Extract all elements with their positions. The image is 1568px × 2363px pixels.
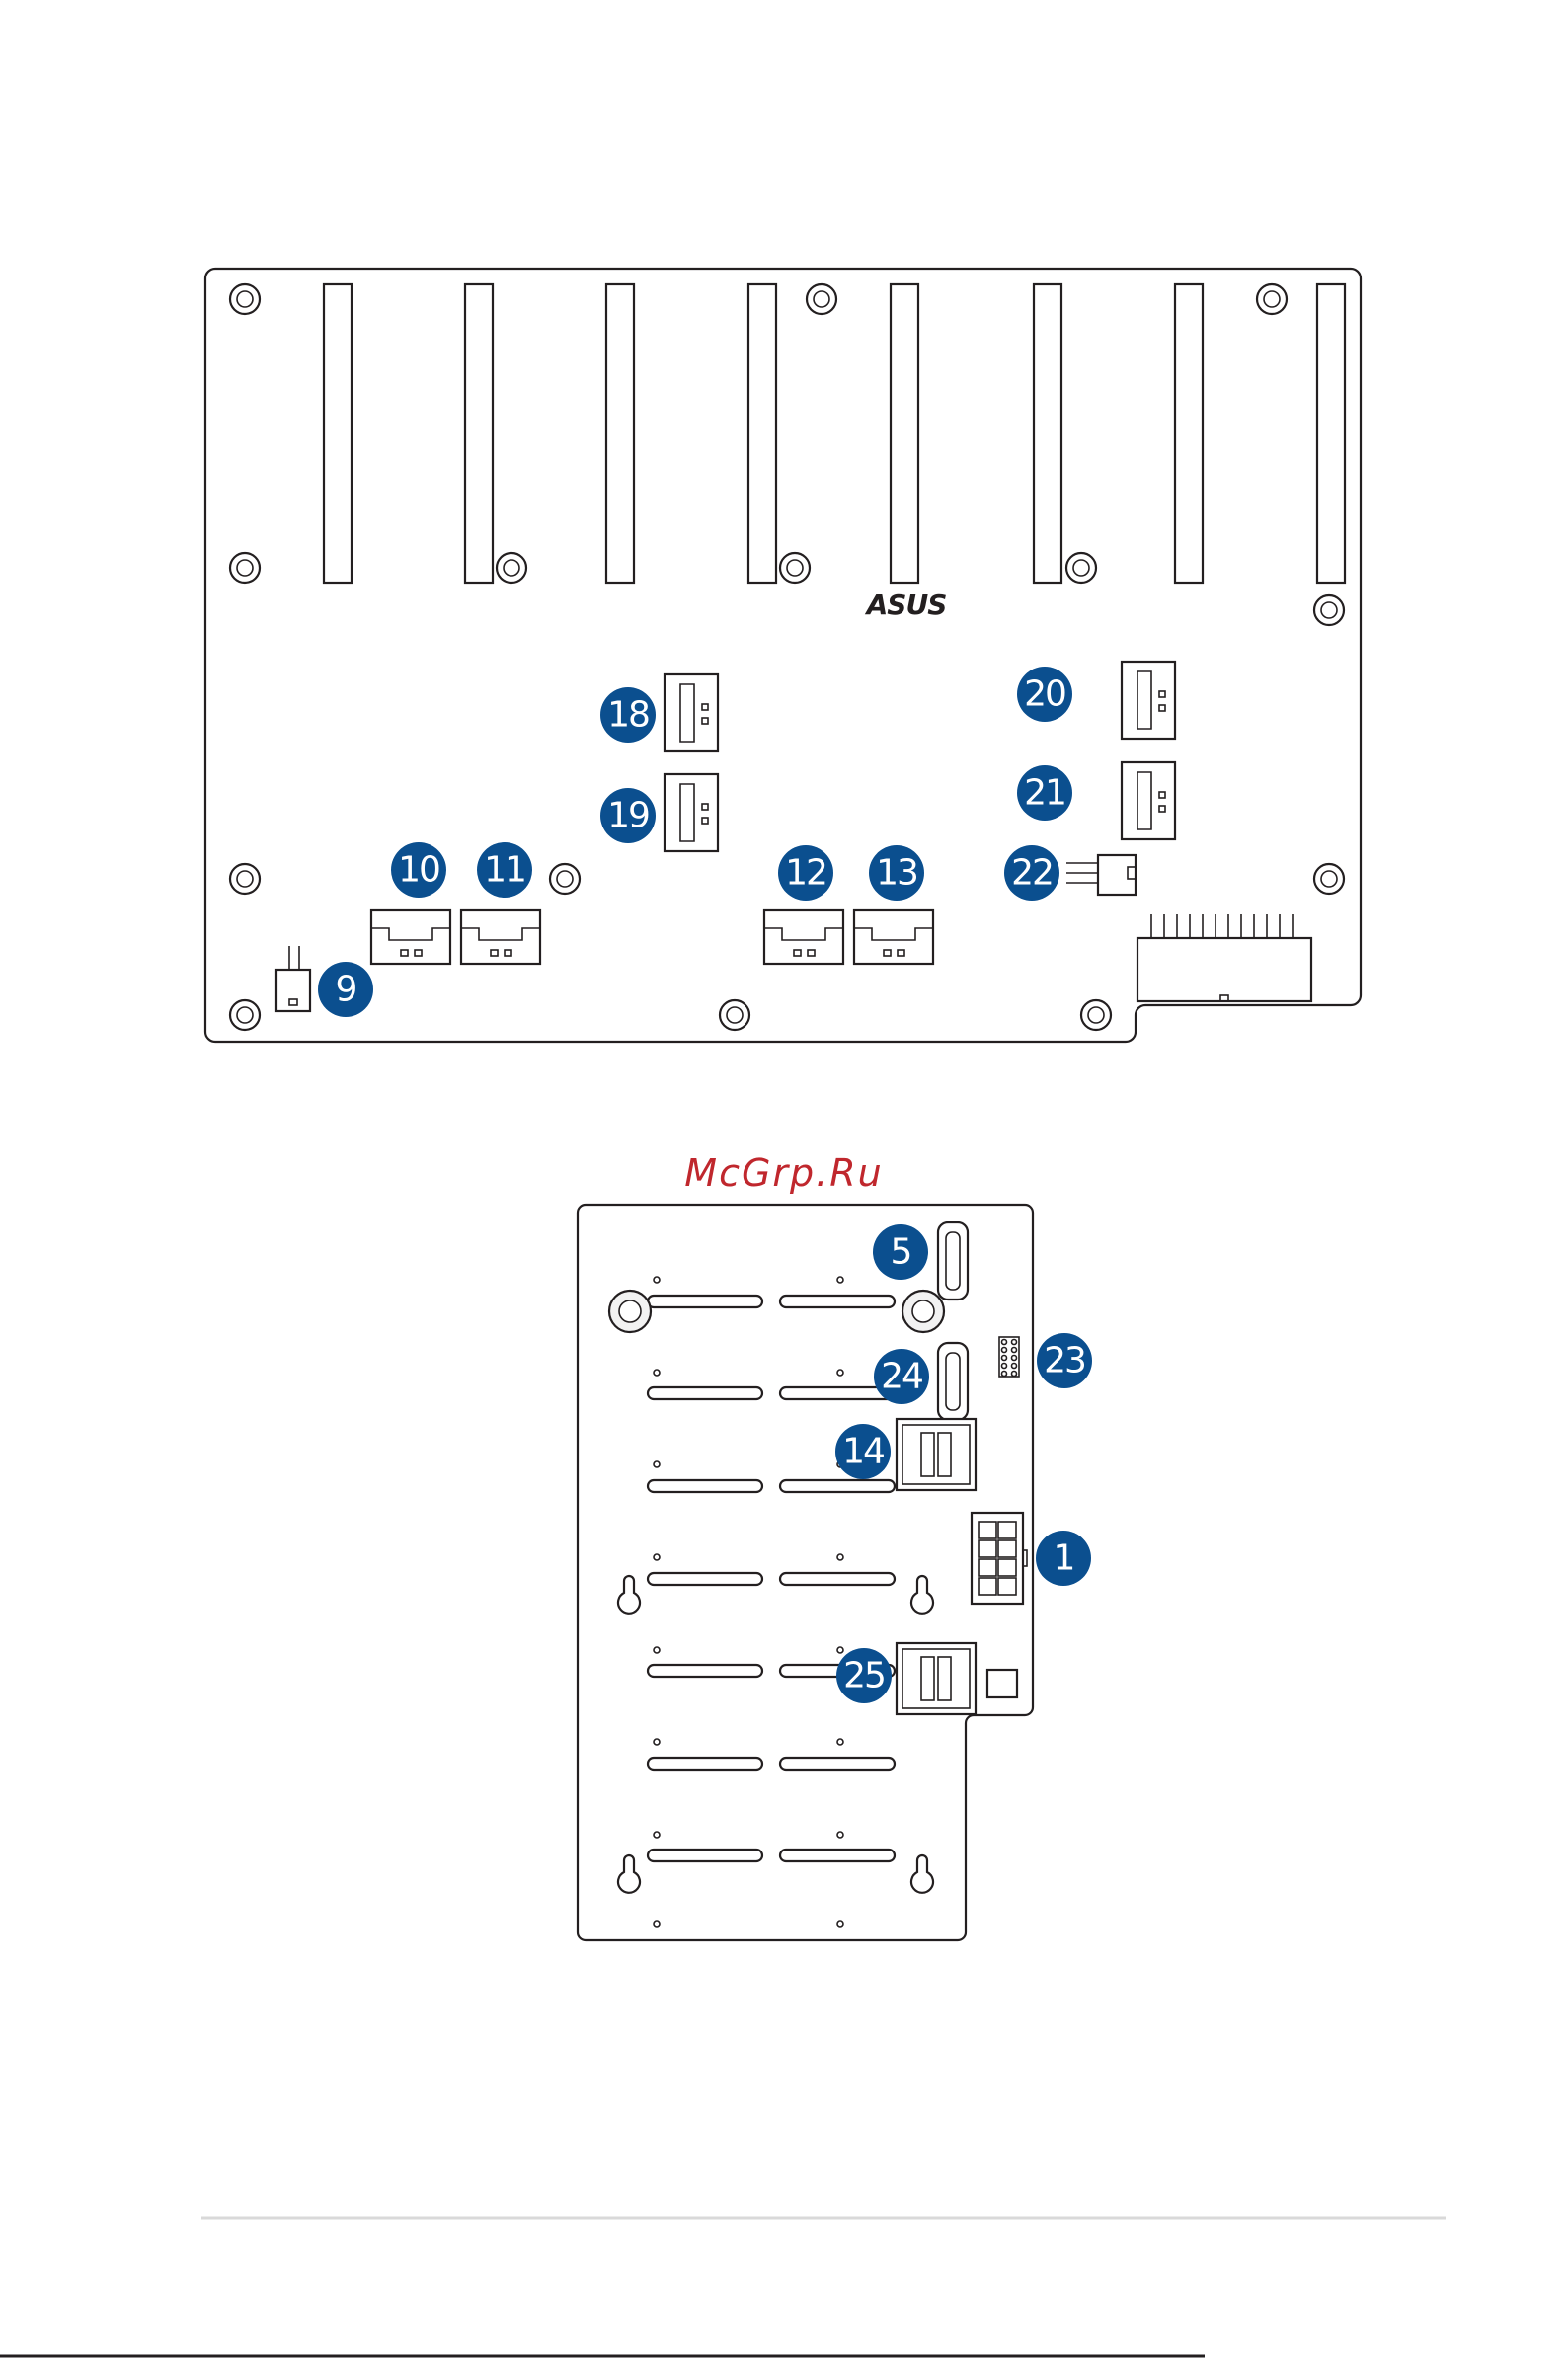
callout-22: 22 — [1004, 845, 1059, 901]
drive-slot — [648, 1387, 762, 1399]
svg-text:25: 25 — [843, 1656, 885, 1696]
connector-25 — [897, 1643, 976, 1714]
drive-slot — [780, 1296, 895, 1307]
svg-text:9: 9 — [336, 970, 356, 1010]
mounting-hole — [230, 864, 260, 894]
svg-text:22: 22 — [1011, 853, 1053, 894]
mounting-hole — [1257, 284, 1287, 314]
mounting-hole — [497, 553, 526, 583]
slot — [891, 284, 918, 583]
callout-10: 10 — [391, 842, 446, 898]
callout-18: 18 — [600, 687, 656, 743]
callout-9: 9 — [318, 962, 373, 1017]
slot — [1175, 284, 1203, 583]
top-board: ASUS — [205, 269, 1361, 1042]
slot — [1034, 284, 1061, 583]
callout-12: 12 — [778, 845, 833, 901]
connector-14 — [897, 1419, 976, 1490]
connector-5 — [938, 1222, 968, 1300]
drive-slot — [780, 1573, 895, 1585]
drive-slot — [648, 1296, 762, 1307]
svg-text:1: 1 — [1054, 1538, 1074, 1579]
svg-text:18: 18 — [607, 695, 649, 736]
callout-19: 19 — [600, 788, 656, 843]
asus-logo: ASUS — [865, 589, 947, 621]
mounting-hole — [230, 553, 260, 583]
connector-13 — [854, 910, 933, 964]
callout-24: 24 — [874, 1349, 929, 1404]
slot — [465, 284, 493, 583]
connector-20 — [1122, 662, 1175, 739]
mounting-hole — [550, 864, 580, 894]
connector-10 — [371, 910, 450, 964]
svg-text:24: 24 — [881, 1357, 922, 1397]
callout-14: 14 — [835, 1424, 891, 1479]
connector-12 — [764, 910, 843, 964]
connector-18 — [665, 674, 718, 751]
drive-slot — [648, 1850, 762, 1861]
mounting-hole — [1314, 864, 1344, 894]
drive-slot — [780, 1480, 895, 1492]
connector-24 — [938, 1343, 968, 1420]
mounting-hole — [230, 1000, 260, 1030]
callout-20: 20 — [1017, 667, 1072, 722]
bottom-board: 5 24 23 14 1 25 — [578, 1205, 1092, 1940]
callout-13: 13 — [869, 845, 924, 901]
svg-text:21: 21 — [1024, 773, 1065, 814]
slot — [606, 284, 634, 583]
drive-slot — [780, 1850, 895, 1861]
svg-text:5: 5 — [891, 1232, 911, 1273]
callout-23: 23 — [1037, 1333, 1092, 1388]
svg-text:10: 10 — [398, 850, 439, 891]
mounting-hole — [807, 284, 836, 314]
drive-slot — [648, 1480, 762, 1492]
standoff — [902, 1291, 944, 1332]
mounting-hole — [780, 553, 810, 583]
mounting-hole — [230, 284, 260, 314]
watermark-text: McGrp.Ru — [684, 1151, 883, 1195]
slot — [1317, 284, 1345, 583]
connector-21 — [1122, 762, 1175, 839]
svg-text:20: 20 — [1024, 674, 1065, 715]
svg-text:23: 23 — [1044, 1341, 1085, 1381]
drive-slot — [648, 1665, 762, 1677]
standoff — [609, 1291, 651, 1332]
callout-5: 5 — [873, 1224, 928, 1280]
svg-text:14: 14 — [842, 1432, 884, 1472]
connector-19 — [665, 774, 718, 851]
mounting-hole — [1314, 595, 1344, 625]
connector-11 — [461, 910, 540, 964]
svg-text:19: 19 — [607, 796, 649, 836]
svg-text:12: 12 — [785, 853, 826, 894]
callout-1: 1 — [1036, 1531, 1091, 1586]
callout-21: 21 — [1017, 765, 1072, 821]
svg-text:13: 13 — [876, 853, 917, 894]
slot — [324, 284, 352, 583]
drive-slot — [780, 1758, 895, 1770]
connector-1 — [972, 1513, 1027, 1604]
svg-text:11: 11 — [484, 850, 525, 891]
mounting-hole — [720, 1000, 749, 1030]
mounting-hole — [1066, 553, 1096, 583]
callout-11: 11 — [477, 842, 532, 898]
component-square — [987, 1670, 1017, 1697]
slot — [748, 284, 776, 583]
drive-slot — [648, 1758, 762, 1770]
drive-slot — [648, 1573, 762, 1585]
mounting-hole — [1081, 1000, 1111, 1030]
callout-25: 25 — [836, 1648, 892, 1703]
